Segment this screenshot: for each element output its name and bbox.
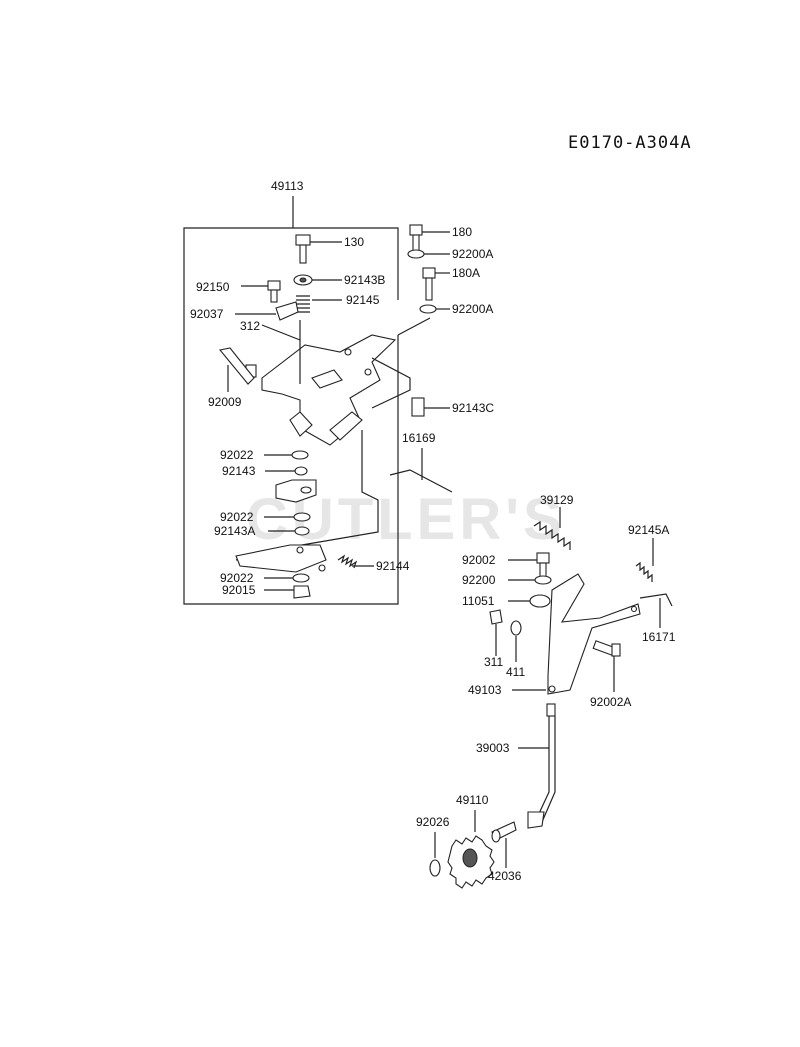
guide-lines-right: [371, 317, 431, 409]
spring-92145A: [635, 538, 654, 582]
label-92200A-top[interactable]: 92200A: [452, 247, 493, 261]
spring-39129: [533, 507, 571, 550]
washer-92200A-top: [407, 249, 450, 259]
label-180[interactable]: 180: [452, 225, 472, 239]
label-16171[interactable]: 16171: [642, 630, 676, 644]
lever-49103: [512, 573, 641, 695]
label-180A[interactable]: 180A: [452, 266, 480, 280]
label-92200A-lower[interactable]: 92200A: [452, 302, 493, 316]
assembly-box-49113: [183, 196, 399, 605]
label-92009[interactable]: 92009: [208, 395, 242, 409]
rod-16169: [235, 430, 453, 561]
label-92015[interactable]: 92015: [222, 583, 256, 597]
label-92037[interactable]: 92037: [190, 307, 224, 321]
label-92143C[interactable]: 92143C: [452, 401, 494, 415]
clip-92037: [235, 301, 299, 321]
washer-92200: [508, 575, 552, 585]
washer-92022-2: [264, 512, 311, 522]
bolt-92002A: [592, 640, 621, 692]
lever-plate: [235, 544, 327, 573]
bolt-180: [409, 224, 450, 256]
collar-92143C: [411, 397, 450, 417]
label-311[interactable]: 311: [484, 655, 503, 669]
label-49110[interactable]: 49110: [456, 793, 489, 807]
label-16169[interactable]: 16169: [402, 431, 436, 445]
part-labels: 49113 130 92150 92143B 92145 92037 312 9…: [190, 179, 676, 883]
pin-42036: [491, 821, 517, 868]
label-49103[interactable]: 49103: [468, 683, 502, 697]
label-92022-2[interactable]: 92022: [220, 510, 254, 524]
label-92022-3[interactable]: 92022: [220, 571, 254, 585]
nut-92015: [264, 585, 311, 599]
bolt-92009: [218, 347, 255, 392]
spring-92144: [337, 554, 374, 569]
gear-49110: [447, 810, 495, 889]
label-92143A[interactable]: 92143A: [214, 524, 255, 538]
label-11051[interactable]: 11051: [462, 594, 495, 608]
shaft-39003: [518, 703, 556, 829]
label-92150[interactable]: 92150: [196, 280, 230, 294]
washer-92022-1: [264, 450, 309, 460]
nut-311: [489, 609, 503, 656]
label-92143[interactable]: 92143: [222, 464, 256, 478]
bolt-92002: [508, 552, 550, 580]
label-411[interactable]: 411: [506, 665, 525, 679]
washer-411: [510, 620, 522, 662]
label-92144[interactable]: 92144: [376, 559, 410, 573]
label-92002A[interactable]: 92002A: [590, 695, 631, 709]
bolt-92150: [241, 280, 281, 303]
washer-92143: [265, 466, 308, 476]
washer-92143B: [293, 274, 342, 286]
washer-92022-3: [264, 573, 310, 583]
bolt-180A: [422, 267, 450, 301]
label-39129[interactable]: 39129: [540, 493, 574, 507]
label-312[interactable]: 312: [240, 319, 260, 333]
rod-16171: [639, 593, 673, 628]
label-130[interactable]: 130: [344, 235, 364, 249]
label-92143B[interactable]: 92143B: [344, 273, 385, 287]
clip-92143: [275, 479, 317, 503]
label-92002[interactable]: 92002: [462, 553, 496, 567]
label-42036[interactable]: 42036: [488, 869, 522, 883]
label-92200[interactable]: 92200: [462, 573, 496, 587]
washer-92143A: [268, 526, 310, 536]
diagram-code: E0170-A304A: [568, 133, 692, 153]
label-39003[interactable]: 39003: [476, 741, 510, 755]
label-92026[interactable]: 92026: [416, 815, 450, 829]
washer-92026: [429, 832, 441, 877]
label-92145[interactable]: 92145: [346, 293, 380, 307]
washer-92200A-lower: [419, 304, 450, 314]
control-bracket-part: [261, 334, 397, 446]
label-92145A[interactable]: 92145A: [628, 523, 669, 537]
label-49113[interactable]: 49113: [271, 179, 304, 193]
spring-92145: [296, 295, 342, 313]
bolt-130: [295, 234, 342, 264]
label-92022-1[interactable]: 92022: [220, 448, 254, 462]
clamp-11051: [508, 594, 551, 608]
pin-312: [261, 320, 301, 384]
